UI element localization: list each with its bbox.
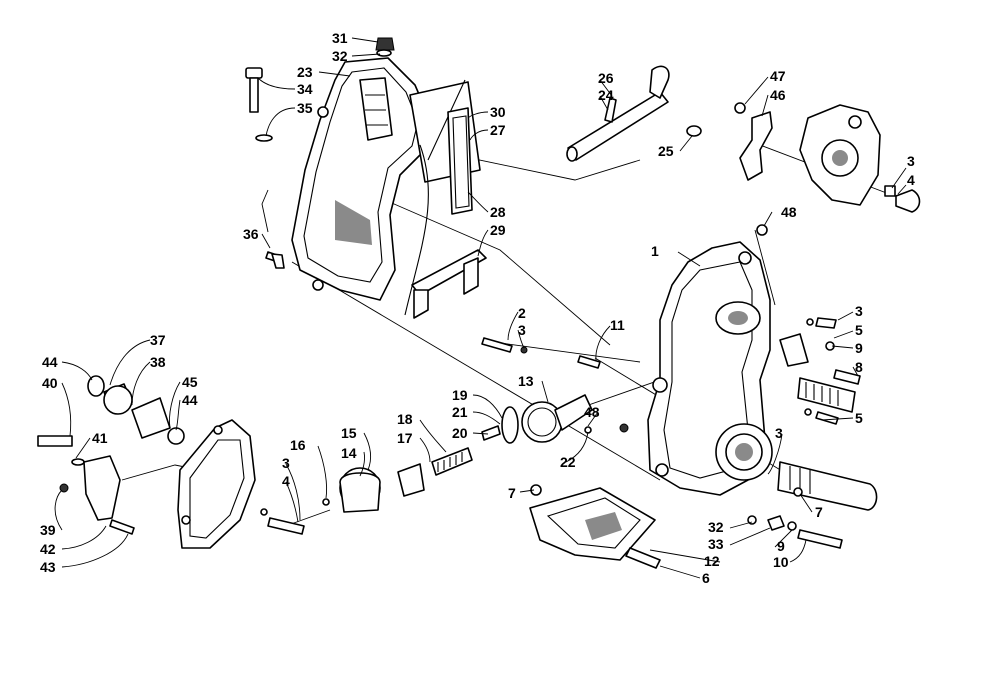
callout-35: 35 <box>297 100 313 116</box>
brake-parts <box>37 375 185 535</box>
callout-44: 44 <box>42 354 58 370</box>
callout-1: 1 <box>651 243 659 259</box>
callout-6: 6 <box>702 570 710 586</box>
callout-12: 12 <box>704 553 720 569</box>
callout-4: 4 <box>907 172 915 188</box>
callout-labels: 1 2 3 3 3 3 3 4 4 5 5 6 7 7 8 9 9 10 11 … <box>40 30 915 586</box>
callout-45: 45 <box>182 374 198 390</box>
fasteners <box>260 224 861 569</box>
callout-leaders <box>54 37 907 579</box>
callout-15: 15 <box>341 425 357 441</box>
callout-7: 7 <box>815 504 823 520</box>
callout-20: 20 <box>452 425 468 441</box>
reverse-lever-part <box>734 102 773 181</box>
callout-42: 42 <box>40 541 56 557</box>
callout-41: 41 <box>92 430 108 446</box>
callout-43: 43 <box>40 559 56 575</box>
callout-19: 19 <box>452 387 468 403</box>
callout-14: 14 <box>341 445 357 461</box>
callout-21: 21 <box>452 404 468 420</box>
dipstick-part <box>245 67 273 142</box>
callout-39: 39 <box>40 522 56 538</box>
side-cover-part <box>177 419 256 549</box>
callout-17: 17 <box>397 430 413 446</box>
callout-27: 27 <box>490 122 506 138</box>
callout-3: 3 <box>518 322 526 338</box>
callout-46: 46 <box>770 87 786 103</box>
callout-30: 30 <box>490 104 506 120</box>
callout-3: 3 <box>282 455 290 471</box>
callout-9: 9 <box>777 538 785 554</box>
callout-22: 22 <box>560 454 576 470</box>
cover-seal-part <box>447 107 473 215</box>
callout-29: 29 <box>490 222 506 238</box>
callout-44: 44 <box>182 392 198 408</box>
callout-23: 23 <box>297 64 313 80</box>
callout-47: 47 <box>770 68 786 84</box>
callout-13: 13 <box>518 373 534 389</box>
callout-4: 4 <box>282 473 290 489</box>
fill-plug-part <box>375 37 395 57</box>
callout-18: 18 <box>397 411 413 427</box>
callout-48: 48 <box>781 204 797 220</box>
callout-32: 32 <box>332 48 348 64</box>
callout-31: 31 <box>332 30 348 46</box>
callout-5: 5 <box>855 410 863 426</box>
callout-32: 32 <box>708 519 724 535</box>
chain-tensioner-part <box>529 487 656 561</box>
callout-3: 3 <box>775 425 783 441</box>
callout-26: 26 <box>598 70 614 86</box>
callout-3: 3 <box>855 303 863 319</box>
reverse-housing-part <box>799 104 921 213</box>
callout-11: 11 <box>610 317 625 333</box>
bracket-part <box>411 249 487 319</box>
callout-5: 5 <box>855 322 863 338</box>
callout-9: 9 <box>855 340 863 356</box>
callout-34: 34 <box>297 81 313 97</box>
callout-36: 36 <box>243 226 259 242</box>
callout-48: 48 <box>584 404 600 420</box>
callout-33: 33 <box>708 536 724 552</box>
callout-16: 16 <box>290 437 306 453</box>
callout-37: 37 <box>150 332 166 348</box>
callout-10: 10 <box>773 554 789 570</box>
callout-7: 7 <box>508 485 516 501</box>
callout-3: 3 <box>907 153 915 169</box>
callout-38: 38 <box>150 354 166 370</box>
callout-40: 40 <box>42 375 58 391</box>
callout-24: 24 <box>598 87 614 103</box>
chaincase-housing-part <box>647 241 878 511</box>
callout-28: 28 <box>490 204 506 220</box>
callout-25: 25 <box>658 143 674 159</box>
callout-2: 2 <box>518 305 526 321</box>
shift-shaft-part <box>566 65 702 162</box>
callout-8: 8 <box>855 359 863 375</box>
